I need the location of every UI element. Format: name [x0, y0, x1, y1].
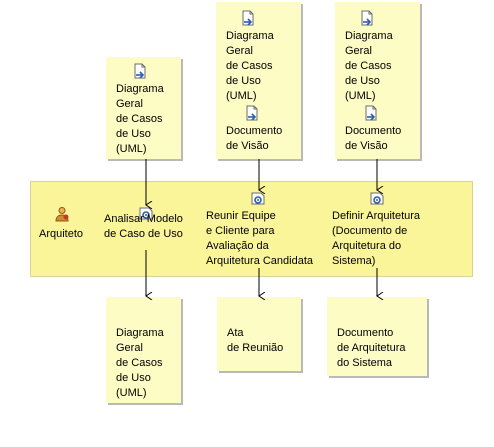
task-label-analisar: Analisar Modelo de Caso de Uso: [104, 213, 183, 240]
role-person-icon: [54, 206, 70, 222]
artifact-label: Documento de Visão: [345, 125, 402, 152]
activity-lane: Arquiteto Analisar Modelo de Caso de Uso…: [30, 181, 473, 277]
document-icon: [359, 10, 375, 26]
artifact-label: Documento de Visão: [226, 125, 283, 152]
document-icon: [244, 105, 260, 121]
document-icon: [240, 10, 256, 26]
input-box-column-2: Diagrama Geral de Casos de Uso (UML) Doc…: [216, 2, 301, 159]
input-box-diagrama-1: Diagrama Geral de Casos de Uso (UML): [106, 57, 181, 159]
artifact-label: Ata de Reunião: [227, 327, 284, 354]
output-box-diagrama: Diagrama Geral de Casos de Uso (UML): [106, 297, 181, 403]
output-box-documento: Documento de Arquitetura do Sistema: [327, 297, 427, 376]
output-box-ata: Ata de Reunião: [217, 297, 301, 371]
artifact-label: Diagrama Geral de Casos de Uso (UML): [226, 30, 274, 102]
document-icon: [363, 105, 379, 121]
artifact-label: Documento de Arquitetura do Sistema: [337, 327, 406, 369]
input-box-column-3: Diagrama Geral de Casos de Uso (UML) Doc…: [335, 2, 420, 159]
task-label-definir: Definir Arquitetura (Documento de Arquit…: [332, 210, 421, 267]
artifact-label: Diagrama Geral de Casos de Uso (UML): [345, 30, 393, 102]
artifact-label: Diagrama Geral de Casos de Uso (UML): [116, 327, 164, 399]
artifact-label: Diagrama Geral de Casos de Uso (UML): [116, 83, 164, 155]
document-icon: [132, 63, 148, 79]
role-label: Arquiteto: [39, 228, 84, 240]
task-label-reunir: Reunir Equipe e Cliente para Avaliação d…: [206, 210, 314, 267]
